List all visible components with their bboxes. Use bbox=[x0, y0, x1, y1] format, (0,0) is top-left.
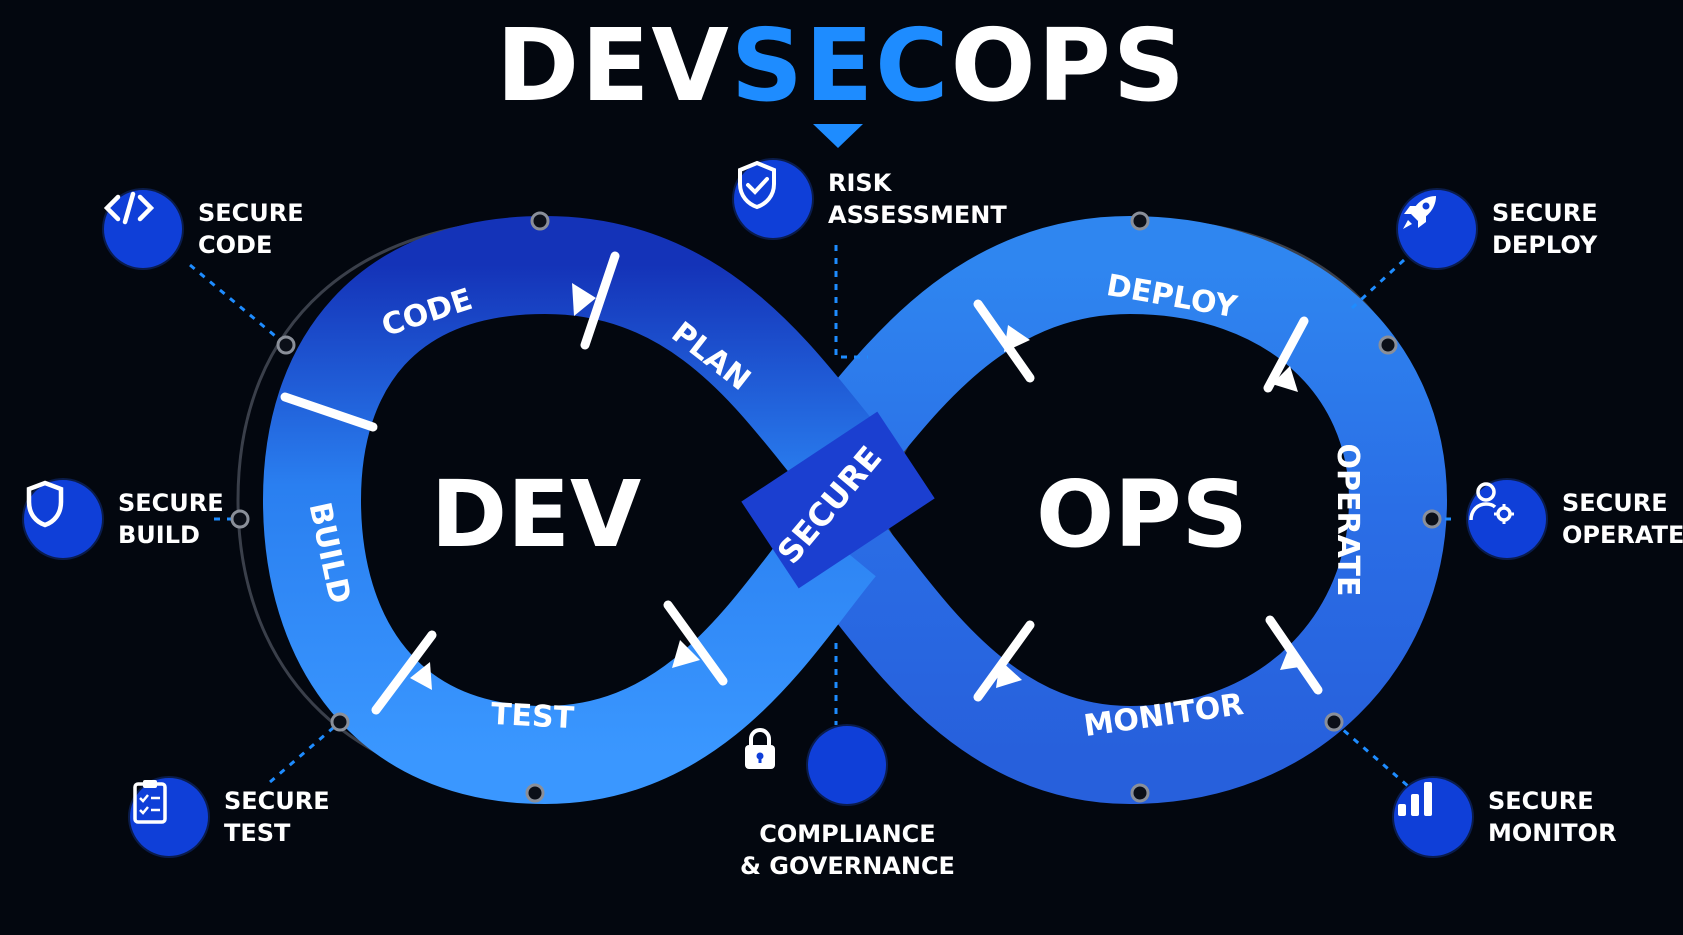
stage-label-test: TEST bbox=[490, 697, 575, 736]
arrow-test bbox=[410, 662, 432, 690]
connector-test bbox=[269, 720, 341, 784]
arrow-operate bbox=[1272, 366, 1298, 392]
guide-nodes bbox=[230, 211, 1442, 803]
node-top-left bbox=[530, 211, 550, 231]
shield-icon bbox=[24, 480, 102, 558]
callout-label-test: SECURE TEST bbox=[224, 787, 330, 847]
callout-compliance-governance: COMPLIANCE & GOVERNANCE bbox=[740, 726, 955, 882]
clipboard-checklist-icon bbox=[130, 778, 208, 856]
callout-label-compliance: COMPLIANCE & GOVERNANCE bbox=[740, 820, 955, 880]
arrow-plan bbox=[572, 283, 596, 316]
ops-loop-band bbox=[800, 215, 1448, 805]
arrow-monitor bbox=[1280, 645, 1306, 670]
title-ops: OPS bbox=[950, 7, 1187, 124]
callout-label-operate: SECURE OPERATE bbox=[1562, 489, 1683, 549]
bar-chart-icon bbox=[1394, 778, 1472, 856]
padlock-icon bbox=[745, 726, 887, 804]
divider-deploy-operate bbox=[1263, 316, 1309, 393]
callout-secure-build: SECURE BUILD bbox=[24, 480, 224, 558]
node-bottom-right bbox=[1130, 783, 1150, 803]
callout-secure-operate: SECURE OPERATE bbox=[1468, 480, 1683, 558]
code-brackets-icon bbox=[104, 190, 182, 268]
callout-secure-monitor: SECURE MONITOR bbox=[1394, 778, 1617, 856]
stage-dividers bbox=[280, 251, 1323, 715]
stage-label-operate: OPERATE bbox=[1330, 444, 1365, 597]
callout-label-deploy: SECURE DEPLOY bbox=[1492, 199, 1598, 259]
node-bottom-left bbox=[525, 783, 545, 803]
dev-loop-band bbox=[262, 215, 876, 805]
flow-arrows bbox=[410, 283, 1306, 690]
divider-build-code bbox=[280, 392, 378, 432]
callout-label-monitor: SECURE MONITOR bbox=[1488, 787, 1617, 847]
user-gear-icon bbox=[1468, 480, 1546, 558]
arrow-secure bbox=[672, 640, 700, 668]
connector-monitor bbox=[1333, 720, 1409, 788]
title-sec: SEC bbox=[730, 7, 951, 124]
node-operate bbox=[1422, 509, 1442, 529]
callout-secure-deploy: SECURE DEPLOY bbox=[1398, 190, 1598, 268]
shield-check-icon bbox=[734, 160, 812, 238]
divider-secure-deploy bbox=[973, 299, 1035, 383]
connector-code bbox=[189, 263, 287, 347]
callout-label-build: SECURE BUILD bbox=[118, 489, 224, 549]
title-down-arrow-icon bbox=[813, 124, 863, 148]
callout-label-risk: RISK ASSESSMENT bbox=[828, 169, 1007, 229]
divider-build-test bbox=[371, 630, 437, 715]
secure-crossing-band bbox=[741, 411, 935, 589]
arrow-deploy bbox=[1004, 325, 1030, 352]
callout-secure-code: SECURE CODE bbox=[104, 190, 304, 268]
title-dev: DEV bbox=[496, 7, 731, 124]
callout-secure-test: SECURE TEST bbox=[130, 778, 330, 856]
divider-test-secure bbox=[663, 600, 728, 686]
node-code bbox=[276, 335, 296, 355]
callout-risk-assessment: RISK ASSESSMENT bbox=[734, 160, 1007, 238]
divider-monitor-secure bbox=[973, 620, 1035, 702]
node-test bbox=[330, 712, 350, 732]
ops-label: OPS bbox=[1036, 461, 1248, 568]
node-top-right bbox=[1130, 211, 1150, 231]
rocket-icon bbox=[1398, 190, 1476, 268]
node-deploy bbox=[1378, 335, 1398, 355]
connector-risk bbox=[834, 245, 868, 359]
dev-label: DEV bbox=[430, 461, 642, 568]
arrow-loop bbox=[996, 660, 1022, 688]
node-monitor bbox=[1324, 712, 1344, 732]
page-title: DEVSECOPS bbox=[0, 6, 1683, 126]
callout-label-code: SECURE CODE bbox=[198, 199, 304, 259]
divider-code-plan bbox=[580, 251, 620, 350]
node-build bbox=[230, 509, 250, 529]
